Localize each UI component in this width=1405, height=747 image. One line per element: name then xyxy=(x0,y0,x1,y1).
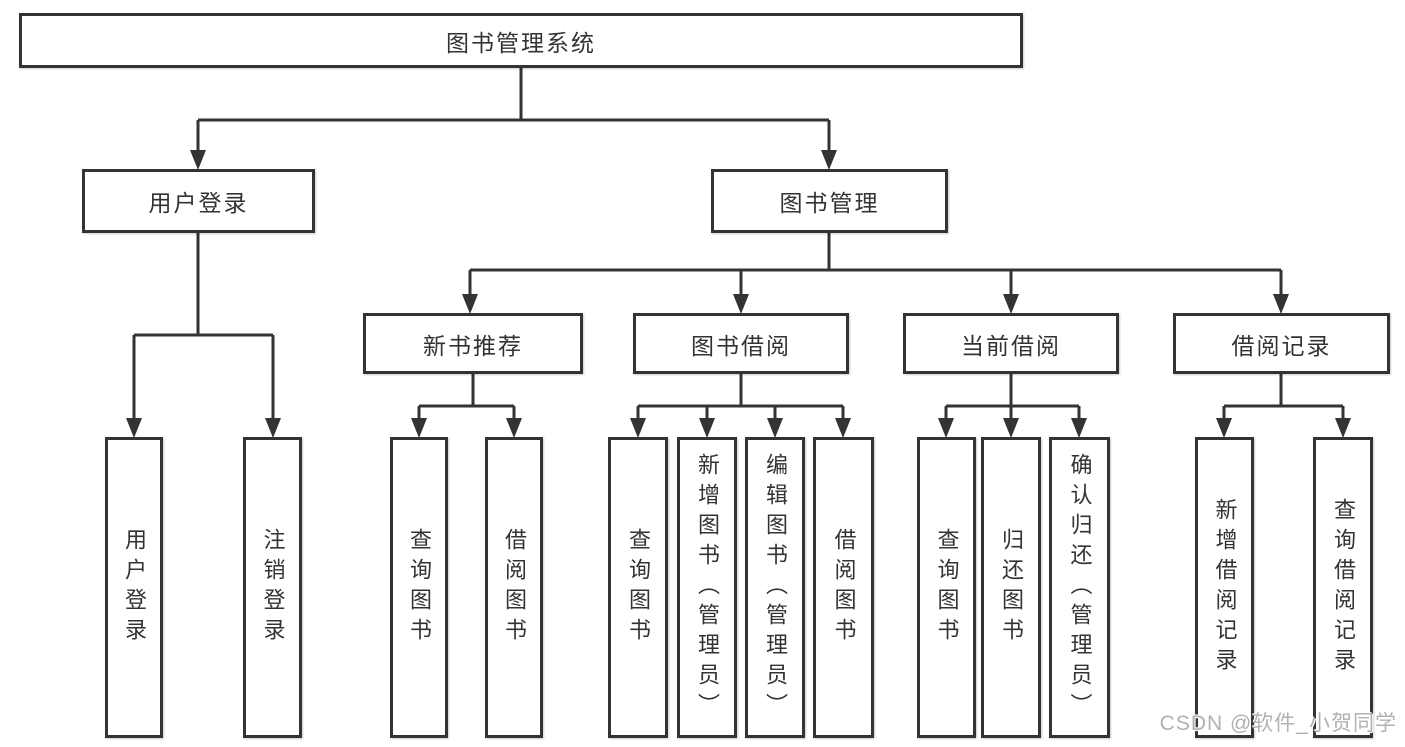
node-label: 用户登录 xyxy=(122,527,147,648)
node-new-book-recommend: 新书推荐 xyxy=(363,313,583,374)
node-label: 新增图书（管理员） xyxy=(695,452,720,723)
node-current-borrowing: 当前借阅 xyxy=(903,313,1119,374)
leaf-query-books-borrowing: 查询图书 xyxy=(608,437,668,738)
leaf-query-borrow-record: 查询借阅记录 xyxy=(1313,437,1373,738)
node-label: 图书管理 xyxy=(779,190,880,216)
node-label: 借阅图书 xyxy=(502,527,527,648)
node-label: 借阅图书 xyxy=(831,527,857,648)
node-label: 查询图书 xyxy=(934,527,960,648)
csdn-watermark: CSDN @软件_小贺同学 xyxy=(1159,712,1397,735)
node-borrowing-records: 借阅记录 xyxy=(1173,313,1390,374)
node-label: 编辑图书（管理员） xyxy=(763,452,788,723)
node-book-management: 图书管理 xyxy=(711,169,948,233)
node-label: 查询借阅记录 xyxy=(1331,497,1356,678)
leaf-add-borrow-record: 新增借阅记录 xyxy=(1195,437,1254,738)
node-label: 归还图书 xyxy=(999,527,1024,648)
node-label: 图书管理系统 xyxy=(446,29,596,56)
node-label: 查询图书 xyxy=(626,527,651,648)
arrowheads xyxy=(126,150,1351,438)
node-label: 查询图书 xyxy=(407,527,432,648)
node-user-login: 用户登录 xyxy=(82,169,315,233)
leaf-logout: 注销登录 xyxy=(243,437,302,738)
leaf-confirm-return-admin: 确认归还（管理员） xyxy=(1049,437,1110,738)
node-book-borrowing: 图书借阅 xyxy=(633,313,849,374)
leaf-borrow-books-recommend: 借阅图书 xyxy=(485,437,543,738)
node-label: 图书借阅 xyxy=(691,332,791,359)
leaf-return-books: 归还图书 xyxy=(981,437,1041,738)
node-label: 用户登录 xyxy=(148,190,249,216)
leaf-user-login: 用户登录 xyxy=(105,437,163,738)
node-label: 确认归还（管理员） xyxy=(1067,452,1093,723)
leaf-edit-books-admin: 编辑图书（管理员） xyxy=(745,437,805,738)
leaf-query-books-recommend: 查询图书 xyxy=(390,437,448,738)
leaf-add-books-admin: 新增图书（管理员） xyxy=(677,437,737,738)
node-label: 注销登录 xyxy=(260,527,286,648)
node-label: 新增借阅记录 xyxy=(1212,497,1238,678)
node-label: 新书推荐 xyxy=(423,332,523,359)
node-label: 当前借阅 xyxy=(961,332,1061,359)
node-label: 借阅记录 xyxy=(1231,332,1332,359)
node-library-system: 图书管理系统 xyxy=(19,13,1023,68)
leaf-query-books-current: 查询图书 xyxy=(917,437,976,738)
leaf-borrow-books: 借阅图书 xyxy=(813,437,874,738)
